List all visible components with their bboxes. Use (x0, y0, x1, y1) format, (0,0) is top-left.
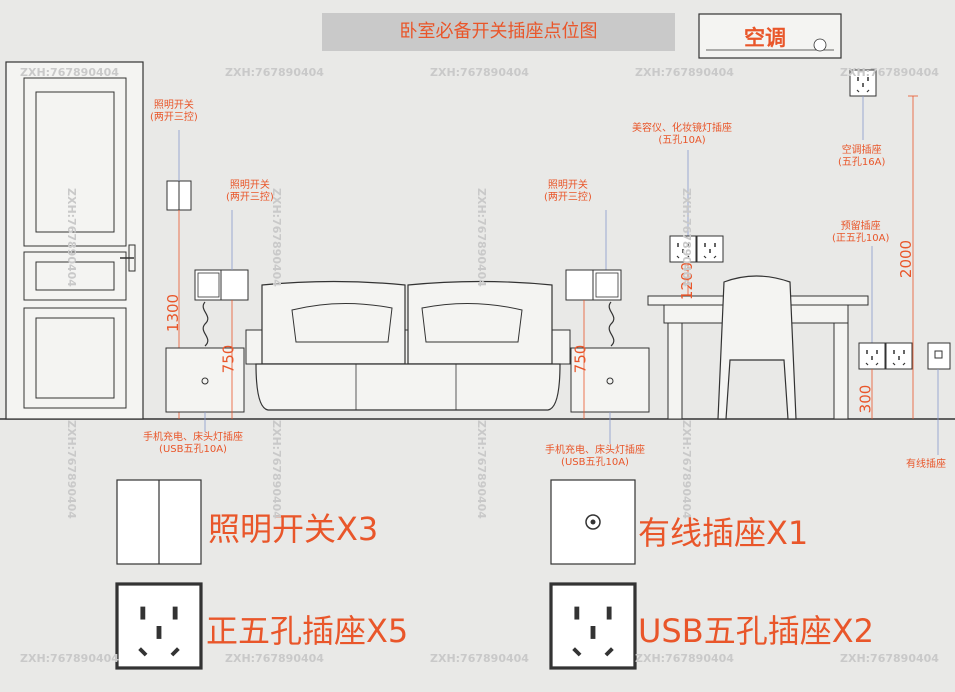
watermark: ZXH:767890404 (225, 652, 324, 665)
door (5, 61, 144, 420)
watermark: ZXH:767890404 (430, 652, 529, 665)
note-beauty-socket: 美容仪、化妆镜灯插座 (五孔10A) (632, 123, 732, 146)
note-switch-left-2: 照明开关 (两开三控) (226, 180, 274, 203)
note-bedside-right: 手机充电、床头灯插座 (USB五孔10A) (545, 445, 645, 468)
bed (245, 280, 571, 411)
watermark: ZXH:767890404 (680, 188, 693, 287)
watermark: ZXH:767890404 (20, 66, 119, 79)
legend-cable-label: 有线插座X1 (638, 514, 809, 552)
watermark: ZXH:767890404 (475, 420, 488, 519)
watermark: ZXH:767890404 (270, 188, 283, 287)
ac-label: 空调 (744, 26, 786, 50)
watermark: ZXH:767890404 (635, 66, 734, 79)
watermark: ZXH:767890404 (430, 66, 529, 79)
watermark: ZXH:767890404 (680, 420, 693, 519)
legend-usb-symbol (551, 584, 635, 668)
watermark: ZXH:767890404 (840, 66, 939, 79)
dim-2000: 2000 (897, 239, 916, 279)
watermark: ZXH:767890404 (475, 188, 488, 287)
note-reserve-socket: 预留插座 (正五孔10A) (832, 221, 890, 244)
note-bedside-left: 手机充电、床头灯插座 (USB五孔10A) (143, 432, 243, 455)
legend-cable-symbol (550, 479, 636, 565)
legend-switch-label: 照明开关X3 (208, 510, 379, 548)
page-title: 卧室必备开关插座点位图 (322, 13, 675, 51)
dim-750-left: 750 (219, 344, 238, 374)
note-switch-right: 照明开关 (两开三控) (544, 180, 592, 203)
left-bedside (165, 210, 249, 419)
legend-five-hole-label: 正五孔插座X5 (206, 612, 409, 650)
dim-300: 300 (856, 384, 875, 414)
note-switch-left-1: 照明开关 (两开三控) (150, 100, 198, 123)
watermark: ZXH:767890404 (635, 652, 734, 665)
watermark: ZXH:767890404 (65, 188, 78, 287)
watermark: ZXH:767890404 (840, 652, 939, 665)
dim-1300: 1300 (164, 293, 183, 333)
desk-chair (647, 150, 869, 420)
dim-750-right: 750 (571, 344, 590, 374)
right-bedside (565, 210, 650, 419)
legend-switch-symbol (116, 479, 202, 565)
watermark: ZXH:767890404 (270, 420, 283, 519)
watermark: ZXH:767890404 (65, 420, 78, 519)
legend-usb-label: USB五孔插座X2 (638, 612, 874, 650)
note-ac-socket: 空调插座 (五孔16A) (838, 145, 886, 168)
watermark: ZXH:767890404 (20, 652, 119, 665)
watermark: ZXH:767890404 (225, 66, 324, 79)
note-cable-socket: 有线插座 (906, 459, 946, 470)
legend-five-hole-symbol (117, 584, 201, 668)
